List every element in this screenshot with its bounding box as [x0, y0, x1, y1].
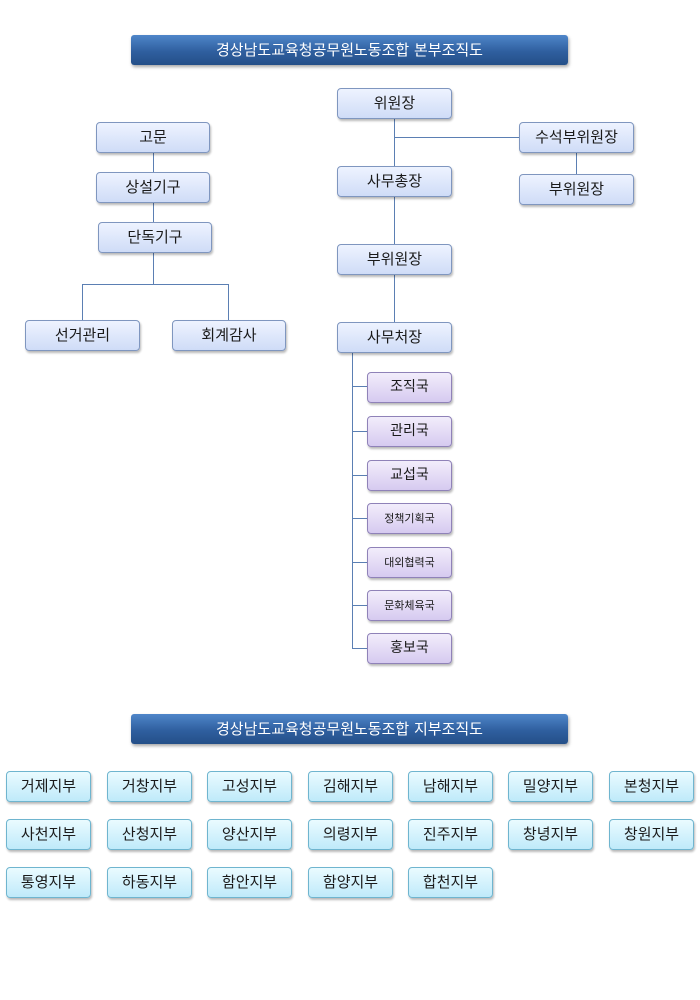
connector-line	[352, 648, 367, 649]
branch-box: 함양지부	[308, 867, 393, 898]
connector-line	[352, 518, 367, 519]
branch-title-banner: 경상남도교육청공무원노동조합 지부조직도	[131, 714, 568, 744]
connector-line	[352, 475, 367, 476]
department-box: 교섭국	[367, 460, 452, 491]
branch-box: 김해지부	[308, 771, 393, 802]
connector-line	[394, 137, 519, 138]
connector-line	[82, 284, 229, 285]
vice-chairman-box: 부위원장	[337, 244, 452, 275]
department-box: 관리국	[367, 416, 452, 447]
branch-box: 본청지부	[609, 771, 694, 802]
single-body-box: 단독기구	[98, 222, 212, 253]
branch-box: 고성지부	[207, 771, 292, 802]
branch-box: 양산지부	[207, 819, 292, 850]
branch-box: 산청지부	[107, 819, 192, 850]
connector-line	[352, 605, 367, 606]
connector-line	[394, 275, 395, 322]
branch-box: 사천지부	[6, 819, 91, 850]
office-director-box: 사무처장	[337, 322, 452, 353]
vice-chairman-right-box: 부위원장	[519, 174, 634, 205]
department-box: 조직국	[367, 372, 452, 403]
branch-box: 거창지부	[107, 771, 192, 802]
branch-box: 합천지부	[408, 867, 493, 898]
branch-box: 하동지부	[107, 867, 192, 898]
connector-line	[153, 252, 154, 284]
chairman-box: 위원장	[337, 88, 452, 119]
advisor-box: 고문	[96, 122, 210, 153]
department-box: 대외협력국	[367, 547, 452, 578]
connector-line	[82, 284, 83, 320]
senior-vice-chairman-box: 수석부위원장	[519, 122, 634, 153]
branch-box: 거제지부	[6, 771, 91, 802]
branch-box: 통영지부	[6, 867, 91, 898]
hq-title-banner: 경상남도교육청공무원노동조합 본부조직도	[131, 35, 568, 65]
branch-box: 창원지부	[609, 819, 694, 850]
department-box: 홍보국	[367, 633, 452, 664]
branch-box: 진주지부	[408, 819, 493, 850]
connector-line	[228, 284, 229, 320]
standing-body-box: 상설기구	[96, 172, 210, 203]
connector-line	[352, 386, 367, 387]
connector-line	[352, 431, 367, 432]
connector-line	[153, 203, 154, 222]
branch-box: 남해지부	[408, 771, 493, 802]
branch-box: 창녕지부	[508, 819, 593, 850]
branch-box: 의령지부	[308, 819, 393, 850]
connector-line	[153, 152, 154, 172]
connector-line	[352, 562, 367, 563]
secretary-general-box: 사무총장	[337, 166, 452, 197]
connector-line	[394, 118, 395, 167]
department-box: 정책기획국	[367, 503, 452, 534]
branch-box: 밀양지부	[508, 771, 593, 802]
connector-line	[576, 153, 577, 174]
branch-box: 함안지부	[207, 867, 292, 898]
connector-line	[394, 196, 395, 244]
audit-box: 회계감사	[172, 320, 286, 351]
connector-line	[352, 353, 353, 649]
election-box: 선거관리	[25, 320, 140, 351]
department-box: 문화체육국	[367, 590, 452, 621]
